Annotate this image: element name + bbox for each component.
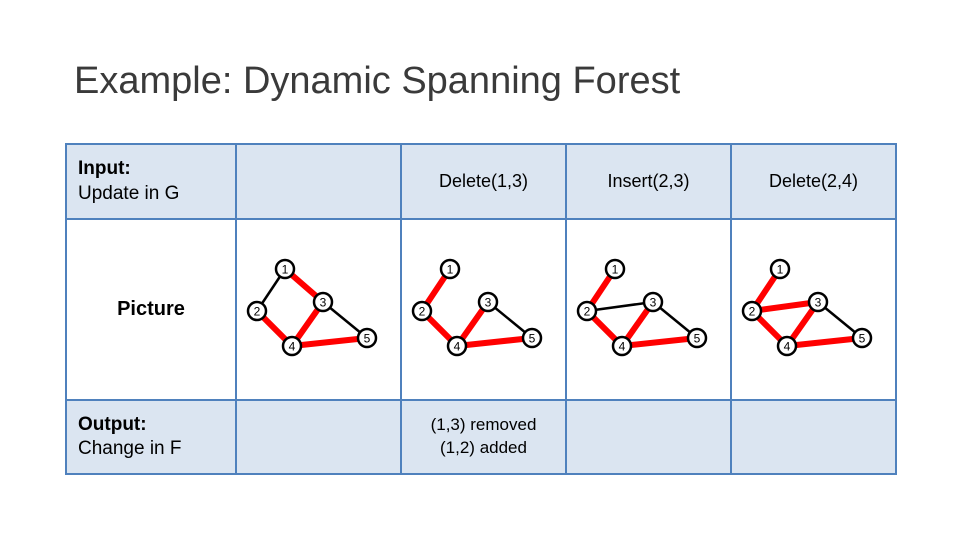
edge-4-5-tree [786,335,863,349]
node-label-3: 3 [815,296,822,310]
input-label-bold: Input: [78,158,131,180]
initial-graph-svg: 1 2 3 4 5 [246,258,378,357]
node-1 [604,258,626,280]
output-cell-empty-2 [567,401,732,475]
node-3 [642,291,664,313]
edge-4-5-tree [456,335,533,349]
output-label-bold: Output: [78,413,147,435]
node-label-3: 3 [485,296,492,310]
node-label-4: 4 [289,340,296,354]
node-5 [851,327,873,349]
graph-cell-after-delete-2-4: 1 2 3 4 5 [732,220,897,401]
node-2 [576,300,598,322]
node-label-4: 4 [454,340,461,354]
graph-after-insert-2-3: 1 2 3 4 5 [566,220,731,399]
op-label-insert-2-3: Insert(2,3) [607,171,690,191]
edge-2-3-tree [751,299,819,314]
graph-cell-initial: 1 2 3 4 5 [237,220,402,401]
node-2 [741,300,763,322]
node-label-2: 2 [254,305,261,319]
node-label-3: 3 [320,296,327,310]
node-1 [439,258,461,280]
graph-cell-after-insert-2-3: 1 2 3 4 5 [567,220,732,401]
output-row-header: Output: Change in F [67,401,237,475]
node-5 [686,327,708,349]
input-label: Input: Update in G [78,157,179,206]
op-label-delete-2-4: Delete(2,4) [768,171,859,191]
graph-after-delete-2-4: 1 2 3 4 5 [731,220,896,399]
node-1 [769,258,791,280]
node-label-4: 4 [619,340,626,354]
output-cell-delete-1-3: (1,3) removed (1,2) added [402,401,567,475]
node-3 [477,291,499,313]
node-label-5: 5 [694,332,701,346]
node-label-3: 3 [650,296,657,310]
node-label-1: 1 [777,263,784,277]
node-3 [807,291,829,313]
graph-cell-after-delete-1-3: 1 2 3 4 5 [402,220,567,401]
op-cell-delete-2-4: Delete(2,4) [732,145,897,220]
node-label-2: 2 [419,305,426,319]
after-insert-2-3-svg: 1 2 3 4 5 [576,258,708,357]
node-4 [281,335,303,357]
edge-4-5-tree [621,335,698,349]
output-result-line2: (1,2) added [440,438,527,457]
op-cell-delete-1-3: Delete(1,3) [402,145,567,220]
picture-label: Picture [117,298,185,320]
dynamic-spanning-forest-table: Input: Update in G Delete(1,3) Insert(2,… [65,143,897,475]
edge-2-3-non_tree [586,300,654,313]
node-2 [411,300,433,322]
output-label-rest: Change in F [78,438,182,459]
node-label-1: 1 [447,263,454,277]
node-5 [356,327,378,349]
output-label: Output: Change in F [78,413,182,462]
after-delete-2-4-svg: 1 2 3 4 5 [741,258,873,357]
node-label-5: 5 [364,332,371,346]
slide-title: Example: Dynamic Spanning Forest [74,60,681,102]
output-result-line1: (1,3) removed [430,415,537,435]
op-label-delete-1-3: Delete(1,3) [438,171,529,191]
output-cell-empty-1 [237,401,402,475]
op-cell-empty [237,145,402,220]
after-delete-1-3-svg: 1 2 3 4 5 [411,258,543,357]
node-label-2: 2 [584,305,591,319]
picture-row-header: Picture [67,220,237,401]
node-label-4: 4 [784,340,791,354]
output-result: (1,3) removed (1,2) added [431,414,537,460]
node-5 [521,327,543,349]
node-3 [312,291,334,313]
edge-4-5-tree [291,335,368,349]
node-label-1: 1 [282,263,289,277]
node-2 [246,300,268,322]
output-cell-empty-3 [732,401,897,475]
node-label-1: 1 [612,263,619,277]
input-row-header: Input: Update in G [67,145,237,220]
node-4 [611,335,633,357]
node-4 [446,335,468,357]
node-label-5: 5 [529,332,536,346]
node-label-5: 5 [859,332,866,346]
graph-after-delete-1-3: 1 2 3 4 5 [401,220,566,399]
node-1 [274,258,296,280]
node-4 [776,335,798,357]
node-label-2: 2 [749,305,756,319]
graph-initial: 1 2 3 4 5 [236,220,401,399]
op-cell-insert-2-3: Insert(2,3) [567,145,732,220]
input-label-rest: Update in G [78,182,180,204]
